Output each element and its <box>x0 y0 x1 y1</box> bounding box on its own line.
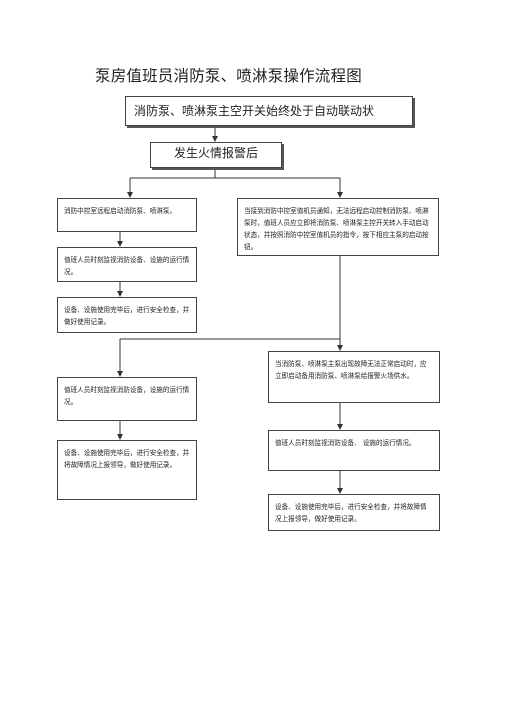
backup-pump-text: 当消防泵、喷淋泵主泵出现故障无法正常启动时，应立即启动备用消防泵、喷淋泵给报警火… <box>275 360 427 380</box>
after-use-text-3: 设备、设施使用完毕后，进行安全检查，并将故障情况上报领导，做好使用记录。 <box>275 503 427 523</box>
after-use-box-2: 设备、设施使用完毕后，进行安全检查，并将故障情况上报领导，做好使用记录。 <box>57 440 197 500</box>
page-title: 泵房值班员消防泵、喷淋泵操作流程图 <box>95 67 362 85</box>
manual-start-box: 当接到消防中控室值机员通知，无法远程启动控制消防泵、喷淋泵时，值班人员应立即将消… <box>237 198 439 256</box>
after-use-box-3: 设备、设施使用完毕后，进行安全检查，并将故障情况上报领导，做好使用记录。 <box>268 494 440 531</box>
monitor-text-1: 值班人员时刻监视消防设备、设施的运行情况。 <box>64 256 190 276</box>
after-use-text-1: 设备、设施使用完毕后，进行安全检查，并做好使用记录。 <box>64 306 190 326</box>
after-use-box-1: 设备、设施使用完毕后，进行安全检查，并做好使用记录。 <box>57 297 197 333</box>
monitor-text-3: 值班人员时刻监视消防设备、 设施的运行情况。 <box>275 439 416 447</box>
monitor-box-1: 值班人员时刻监视消防设备、设施的运行情况。 <box>57 247 197 282</box>
monitor-box-2: 值班人员时刻监视消防设备，设施的运行情况。 <box>57 377 197 421</box>
backup-pump-box: 当消防泵、喷淋泵主泵出现故障无法正常启动时，应立即启动备用消防泵、喷淋泵给报警火… <box>268 351 440 403</box>
monitor-text-2: 值班人员时刻监视消防设备，设施的运行情况。 <box>64 386 190 406</box>
after-use-text-2: 设备、设施使用完毕后，进行安全检查，并将故障情况上报领导，做好使用记录。 <box>64 449 190 469</box>
fire-alarm-box: 发生火情报警后 <box>150 142 282 168</box>
remote-start-box: 消防中控室远程启动消防泵、喷淋泵。 <box>57 198 197 232</box>
auto-linkage-text: 消防泵、喷淋泵主空开关始终处于自动联动状 <box>134 104 375 118</box>
remote-start-text: 消防中控室远程启动消防泵、喷淋泵。 <box>64 207 177 215</box>
manual-start-text: 当接到消防中控室值机员通知，无法远程启动控制消防泵、喷淋泵时，值班人员应立即将消… <box>244 207 429 251</box>
monitor-box-3: 值班人员时刻监视消防设备、 设施的运行情况。 <box>268 430 440 471</box>
auto-linkage-box: 消防泵、喷淋泵主空开关始终处于自动联动状 <box>125 96 413 126</box>
fire-alarm-text: 发生火情报警后 <box>173 146 258 160</box>
